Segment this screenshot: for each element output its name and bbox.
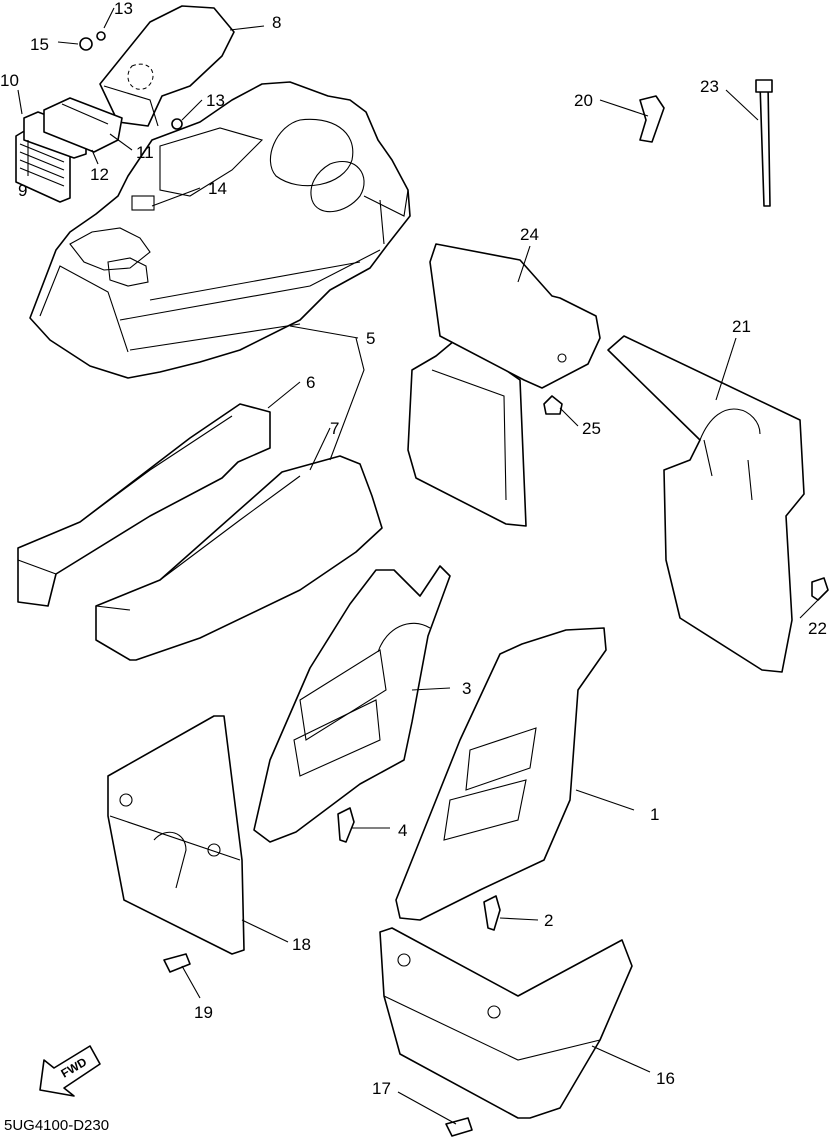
callout-13b: 13: [206, 91, 225, 110]
callout-4: 4: [398, 821, 407, 840]
callout-9: 9: [18, 181, 27, 200]
callout-25: 25: [582, 419, 601, 438]
callout-1: 1: [650, 805, 659, 824]
callout-18: 18: [292, 935, 311, 954]
callout-23: 23: [700, 77, 719, 96]
callout-11: 11: [136, 143, 154, 162]
side-cover-part-3: [253, 565, 451, 843]
callout-13a: 13: [114, 0, 133, 18]
callout-22: 22: [808, 619, 827, 638]
lower-bracket-part-18: [107, 715, 245, 955]
lower-cover-part-16: [379, 927, 633, 1119]
callout-16: 16: [656, 1069, 675, 1088]
side-rail-part-7: [95, 455, 383, 661]
callout-6: 6: [306, 373, 315, 392]
callout-8: 8: [272, 13, 281, 32]
leader-lines: [17, 7, 819, 1125]
callout-21: 21: [732, 317, 751, 336]
callout-24: 24: [520, 225, 539, 244]
diagram-code: 5UG4100-D230: [4, 1117, 109, 1134]
callout-10: 10: [0, 71, 19, 90]
bracket-panel-part-24: [407, 243, 601, 527]
rear-panel-part-21: [607, 335, 805, 673]
fastener-parts: [163, 79, 829, 1137]
callout-5: 5: [366, 329, 375, 348]
callout-19: 19: [194, 1003, 213, 1022]
callout-15: 15: [30, 35, 49, 54]
side-cover-part-1: [395, 627, 607, 921]
callout-17: 17: [372, 1079, 391, 1098]
callout-14: 14: [208, 179, 227, 198]
cover-part-8: [79, 5, 235, 130]
top-cowl: [29, 81, 411, 379]
callout-2: 2: [544, 911, 553, 930]
air-duct-parts: [15, 97, 123, 203]
callout-numbers: 1 2 3 4 5 6 7 8 9 10 11 12 13 13 14 15 1…: [0, 0, 827, 1098]
callout-20: 20: [574, 91, 593, 110]
callout-7: 7: [330, 419, 339, 438]
callout-12: 12: [90, 165, 109, 184]
side-rail-part-6: [17, 403, 271, 607]
callout-3: 3: [462, 679, 471, 698]
fwd-arrow-icon: FWD: [39, 1045, 101, 1097]
